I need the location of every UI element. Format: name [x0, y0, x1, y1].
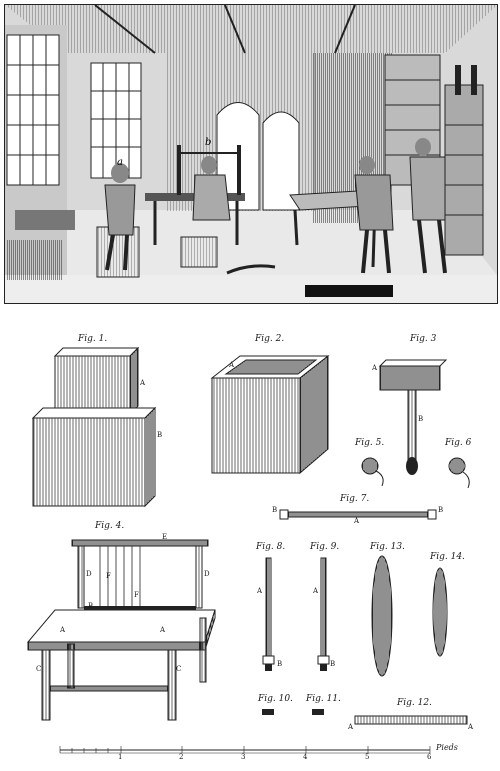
fig2-box	[210, 354, 330, 475]
fig12-ruler	[354, 715, 468, 725]
fig6-ball	[448, 457, 470, 489]
letter-b: B	[157, 431, 163, 439]
fig1-blocks	[31, 346, 157, 508]
letter-e: E	[162, 533, 168, 541]
letter-a: A	[313, 587, 319, 595]
fig1-label: Fig. 1.	[78, 334, 108, 344]
fig11-washer	[312, 709, 324, 715]
fig8-spindle	[262, 557, 275, 671]
letter-b: B	[277, 660, 283, 668]
fig6-label: Fig. 6	[445, 438, 472, 448]
scale-tick-4: 4	[303, 753, 308, 761]
letter-d: D	[86, 570, 92, 578]
scale-tick-1: 1	[118, 753, 123, 761]
letter-a: A	[229, 361, 235, 369]
fig8-label: Fig. 8.	[256, 542, 286, 552]
fig7-bar	[279, 509, 437, 520]
letter-b: B	[418, 415, 424, 423]
fig9-label: Fig. 9.	[310, 542, 340, 552]
letter-f: F	[134, 591, 139, 599]
letter-c: C	[36, 665, 42, 673]
letter-b: B	[88, 602, 94, 610]
letter-d: D	[204, 570, 210, 578]
fig9-spindle	[317, 557, 330, 671]
letter-a: A	[468, 723, 474, 731]
fig5-ball	[361, 457, 384, 487]
fig14-label: Fig. 14.	[430, 552, 465, 562]
fig13-label: Fig. 13.	[370, 542, 405, 552]
scale-tick-5: 5	[365, 753, 370, 761]
fig11-label: Fig. 11.	[306, 694, 341, 704]
fig10-washer	[262, 709, 274, 715]
tool-figures	[26, 346, 470, 754]
scene-label-b: b	[205, 137, 211, 148]
scene-label-a: a	[117, 157, 123, 168]
letter-a: A	[140, 379, 146, 387]
scale-unit: Pieds	[436, 743, 458, 752]
fig10-label: Fig. 10.	[258, 694, 293, 704]
letter-a: A	[60, 626, 66, 634]
letter-a: A	[257, 587, 263, 595]
fig3-mallet	[378, 359, 448, 475]
fig12-label: Fig. 12.	[397, 698, 432, 708]
letter-a: A	[348, 723, 354, 731]
figures-plate: Fig. 1. Fig. 2. Fig. 3 Fig. 4. Fig. 5. F…	[0, 306, 500, 767]
letter-f: F	[106, 572, 111, 580]
letter-b: B	[330, 660, 336, 668]
fig3-label: Fig. 3	[410, 334, 437, 344]
scale-bar	[59, 746, 431, 754]
fig7-label: Fig. 7.	[340, 494, 370, 504]
letter-a: A	[354, 517, 360, 525]
letter-a: A	[372, 364, 378, 372]
letter-b: B	[272, 506, 278, 514]
fig14-shuttle	[432, 567, 448, 657]
fig5-label: Fig. 5.	[355, 438, 385, 448]
letter-c: C	[176, 665, 182, 673]
scale-tick-2: 2	[179, 753, 184, 761]
letter-a: A	[160, 626, 166, 634]
workshop-engraving: a b	[5, 5, 497, 303]
scale-tick-6: 6	[427, 753, 432, 761]
letter-b: B	[438, 506, 444, 514]
fig4-frame-table	[26, 539, 216, 721]
fig2-label: Fig. 2.	[255, 334, 285, 344]
workshop-scene: a b	[4, 4, 498, 304]
fig4-label: Fig. 4.	[95, 521, 125, 531]
fig13-shuttle	[371, 555, 393, 677]
scale-tick-3: 3	[241, 753, 246, 761]
